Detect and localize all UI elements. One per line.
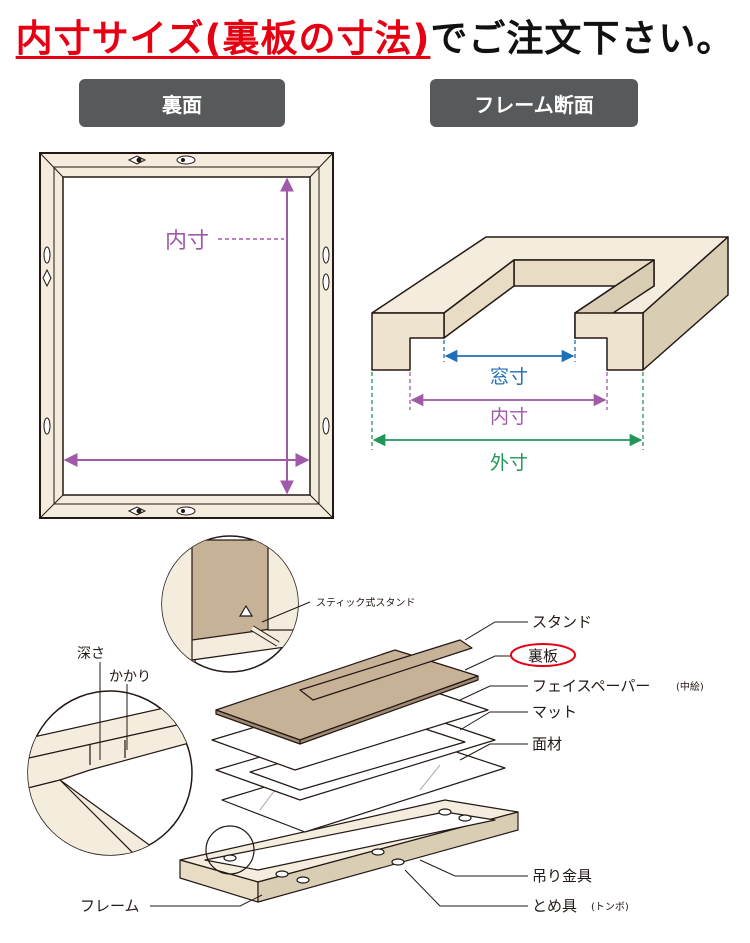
back-frame: 内寸 <box>39 152 334 519</box>
cross-section-guides <box>371 340 644 450</box>
outer-size-label: 外寸 <box>490 452 528 474</box>
stand-detail <box>161 535 299 673</box>
part-label-glazing: 面材 <box>532 735 562 753</box>
part-label-face-paper: フェイスペーパー <box>532 677 650 695</box>
back-board-highlight <box>510 643 576 667</box>
depth-label: 深さ <box>77 646 105 662</box>
part-leaders <box>150 621 528 907</box>
window-size-label: 窓寸 <box>490 366 528 388</box>
part-labels: スタンド 裏板 フェイスペーパー (中絵) マット 面材 吊り金具 とめ具 (ト… <box>80 613 704 915</box>
exploded-view <box>179 639 519 903</box>
inner-size-label: 内寸 <box>490 406 528 428</box>
back-inner-label: 内寸 <box>165 229 209 254</box>
part-label-fastener: とめ具 <box>532 897 577 915</box>
part-label-hanger: 吊り金具 <box>532 867 592 885</box>
frame-hanger-icon <box>42 155 330 516</box>
page-headline: 内寸サイズ(裏板の寸法)でご注文下さい。 <box>0 8 750 62</box>
back-view-label-text: 裏面 <box>162 92 202 117</box>
corner-detail <box>27 690 193 856</box>
stick-stand-label: スティック式スタンド <box>316 596 415 609</box>
part-note-face-paper: (中絵) <box>676 680 704 693</box>
catch-label: かかり <box>109 669 151 685</box>
back-view-label: 裏面 <box>79 79 285 127</box>
headline-rest: でご注文下さい。 <box>430 17 735 60</box>
part-label-mat: マット <box>532 703 577 721</box>
cross-section-label-text: フレーム断面 <box>474 92 594 117</box>
part-note-fastener: (トンボ) <box>591 901 629 913</box>
part-label-back-board: 裏板 <box>528 647 558 665</box>
part-label-stand: スタンド <box>532 613 592 631</box>
frame-cross-section <box>371 236 729 371</box>
frame-label: フレーム <box>80 897 140 915</box>
headline-highlight: 内寸サイズ(裏板の寸法) <box>15 17 431 60</box>
cross-section-label: フレーム断面 <box>430 79 638 127</box>
